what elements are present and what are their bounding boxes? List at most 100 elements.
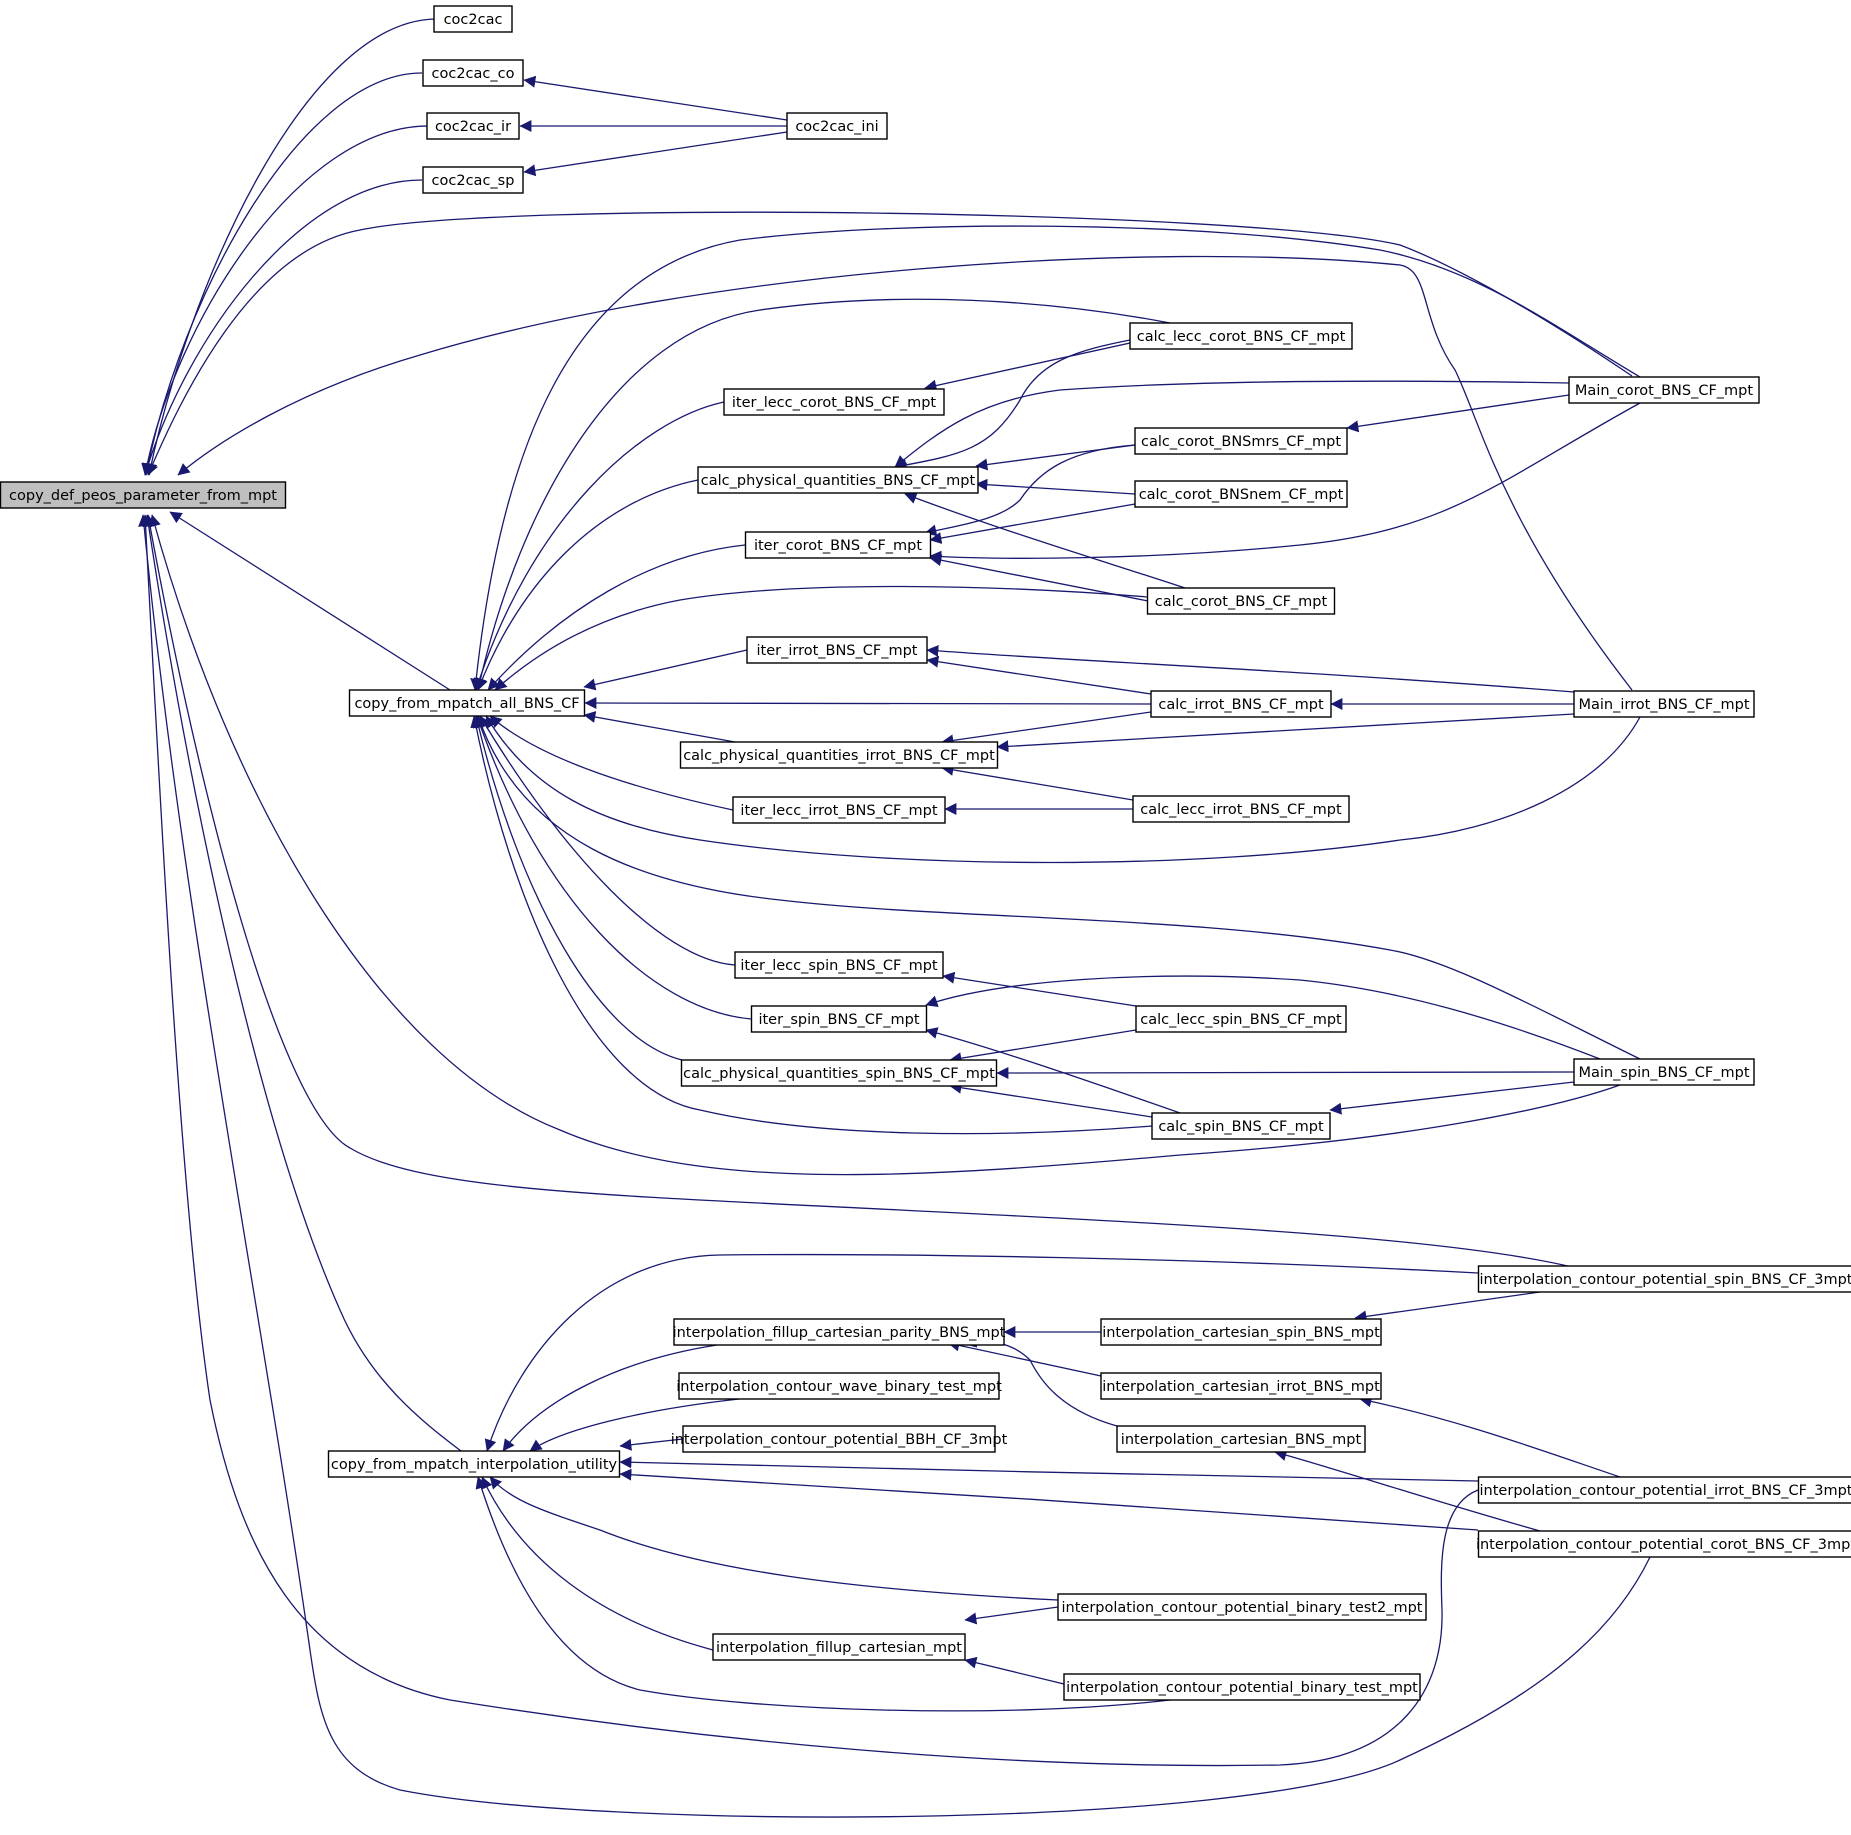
- edge-iter_corot-to-cfm_all: [487, 544, 746, 691]
- edge-icp_corot3-to-cfm_interp: [619, 1468, 1479, 1531]
- node-label: calc_lecc_spin_BNS_CF_mpt: [1140, 1012, 1342, 1028]
- node-box: [422, 166, 524, 194]
- node-ic_bns[interactable]: interpolation_cartesian_BNS_mpt: [1116, 1425, 1366, 1453]
- edge-calc_lecc_corot-to-calc_pq: [894, 339, 1131, 471]
- node-coc2cac_ini[interactable]: coc2cac_ini: [786, 112, 888, 140]
- node-label: calc_corot_BNS_CF_mpt: [1155, 594, 1328, 610]
- node-box: [1100, 1372, 1382, 1400]
- edge-calc_corot-to-iter_corot: [929, 554, 1149, 602]
- node-iter_irrot[interactable]: iter_irrot_BNS_CF_mpt: [746, 636, 928, 664]
- node-iter_spin[interactable]: iter_spin_BNS_CF_mpt: [750, 1005, 928, 1033]
- node-box: [732, 796, 946, 824]
- node-calc_corot_nem[interactable]: calc_corot_BNSnem_CF_mpt: [1134, 480, 1348, 508]
- node-calc_pq_spin[interactable]: calc_physical_quantities_spin_BNS_CF_mpt: [680, 1059, 998, 1087]
- edge-coc2cac_sp-to-root: [142, 179, 423, 476]
- node-box: [0, 481, 287, 509]
- node-icp_spin3[interactable]: interpolation_contour_potential_spin_BNS…: [1477, 1265, 1851, 1293]
- node-coc2cac_co[interactable]: coc2cac_co: [422, 59, 524, 87]
- edge-calc_lecc_spin-to-iter_lecc_spin: [942, 971, 1137, 1007]
- node-label: calc_irrot_BNS_CF_mpt: [1158, 697, 1324, 713]
- node-label: interpolation_fillup_cartesian_parity_BN…: [673, 1325, 1006, 1341]
- node-icp_bin[interactable]: interpolation_contour_potential_binary_t…: [1063, 1673, 1421, 1701]
- node-label: calc_physical_quantities_BNS_CF_mpt: [701, 473, 976, 489]
- node-calc_lecc_irrot[interactable]: calc_lecc_irrot_BNS_CF_mpt: [1132, 795, 1350, 823]
- node-main_spin[interactable]: Main_spin_BNS_CF_mpt: [1573, 1058, 1755, 1086]
- node-box: [1132, 795, 1350, 823]
- edge-main_corot-to-root: [146, 211, 1633, 476]
- node-label: interpolation_contour_wave_binary_test_m…: [676, 1379, 1002, 1395]
- node-box: [744, 531, 932, 559]
- node-label: iter_lecc_spin_BNS_CF_mpt: [740, 958, 938, 974]
- node-label: interpolation_cartesian_irrot_BNS_mpt: [1102, 1379, 1380, 1395]
- node-ifc[interactable]: interpolation_fillup_cartesian_mpt: [712, 1633, 966, 1661]
- edge-main_spin-to-calc_pq_spin: [996, 1066, 1575, 1079]
- node-calc_irrot[interactable]: calc_irrot_BNS_CF_mpt: [1150, 690, 1332, 718]
- node-box: [682, 1425, 996, 1453]
- node-box: [1134, 480, 1348, 508]
- node-ifc_parity[interactable]: interpolation_fillup_cartesian_parity_BN…: [673, 1318, 1006, 1346]
- node-calc_pq[interactable]: calc_physical_quantities_BNS_CF_mpt: [697, 466, 979, 494]
- edge-iter_lecc_irrot-to-cfm_all: [489, 715, 734, 811]
- node-root[interactable]: copy_def_peos_parameter_from_mpt: [0, 481, 287, 509]
- node-cfm_all[interactable]: copy_from_mpatch_all_BNS_CF: [348, 689, 586, 717]
- node-coc2cac_sp[interactable]: coc2cac_sp: [422, 166, 524, 194]
- edge-main_spin-to-root: [149, 514, 1621, 1176]
- node-box: [422, 59, 524, 87]
- edge-calc_lecc_corot-to-cfm_all: [474, 298, 1171, 691]
- edge-calc_lecc_corot-to-iter_lecc_corot: [924, 335, 1163, 392]
- edge-main_corot-to-calc_corot_mrs: [1346, 394, 1570, 433]
- node-label: calc_corot_BNSnem_CF_mpt: [1139, 487, 1344, 503]
- edge-icp_spin3-to-ic_spin: [1354, 1291, 1541, 1323]
- edge-iter_spin-to-cfm_all: [475, 715, 752, 1020]
- node-iter_corot[interactable]: iter_corot_BNS_CF_mpt: [744, 531, 932, 559]
- node-iter_lecc_corot[interactable]: iter_lecc_corot_BNS_CF_mpt: [723, 388, 945, 416]
- node-label: interpolation_contour_potential_spin_BNS…: [1480, 1272, 1851, 1288]
- node-coc2cac[interactable]: coc2cac: [433, 5, 513, 33]
- node-label: copy_from_mpatch_all_BNS_CF: [354, 696, 579, 712]
- node-box: [1477, 1265, 1851, 1293]
- node-icw_binary[interactable]: interpolation_contour_wave_binary_test_m…: [676, 1372, 1002, 1400]
- node-icp_bbh[interactable]: interpolation_contour_potential_BBH_CF_3…: [671, 1425, 1008, 1453]
- node-calc_corot[interactable]: calc_corot_BNS_CF_mpt: [1146, 587, 1336, 615]
- edge-icp_irrot3-to-cfm_interp: [619, 1456, 1479, 1482]
- node-main_corot[interactable]: Main_corot_BNS_CF_mpt: [1568, 376, 1760, 404]
- node-icp_bin2[interactable]: interpolation_contour_potential_binary_t…: [1057, 1593, 1427, 1621]
- edge-icp_bin-to-cfm_interp: [475, 1476, 1171, 1712]
- node-cfm_interp[interactable]: copy_from_mpatch_interpolation_utility: [327, 1450, 621, 1478]
- node-label: iter_lecc_irrot_BNS_CF_mpt: [740, 803, 937, 819]
- node-ic_irrot[interactable]: interpolation_cartesian_irrot_BNS_mpt: [1100, 1372, 1382, 1400]
- edge-iter_lecc_corot-to-cfm_all: [473, 401, 725, 691]
- node-iter_lecc_spin[interactable]: iter_lecc_spin_BNS_CF_mpt: [734, 951, 944, 979]
- node-icp_irrot3[interactable]: interpolation_contour_potential_irrot_BN…: [1477, 1476, 1851, 1504]
- node-calc_corot_mrs[interactable]: calc_corot_BNSmrs_CF_mpt: [1134, 427, 1348, 455]
- node-label: calc_physical_quantities_spin_BNS_CF_mpt: [683, 1066, 995, 1082]
- node-box: [678, 1372, 1000, 1400]
- node-label: Main_corot_BNS_CF_mpt: [1575, 383, 1753, 399]
- node-main_irrot[interactable]: Main_irrot_BNS_CF_mpt: [1573, 690, 1755, 718]
- edge-calc_irrot-to-cfm_all: [584, 697, 1152, 710]
- node-icp_corot3[interactable]: interpolation_contour_potential_corot_BN…: [1476, 1530, 1851, 1558]
- node-label: coc2cac: [444, 12, 503, 28]
- node-calc_pq_irrot[interactable]: calc_physical_quantities_irrot_BNS_CF_mp…: [679, 741, 999, 769]
- edge-icp_bin2-to-ifc: [964, 1606, 1059, 1625]
- node-calc_lecc_corot[interactable]: calc_lecc_corot_BNS_CF_mpt: [1129, 322, 1353, 350]
- edge-icp_corot3-to-ic_bns: [1274, 1449, 1541, 1532]
- node-box: [697, 466, 979, 494]
- node-ic_spin[interactable]: interpolation_cartesian_spin_BNS_mpt: [1100, 1318, 1382, 1346]
- node-label: iter_corot_BNS_CF_mpt: [754, 538, 922, 554]
- node-box: [1057, 1593, 1427, 1621]
- node-label: coc2cac_ir: [435, 119, 511, 135]
- node-box: [348, 689, 586, 717]
- edge-main_irrot-to-root: [177, 255, 1633, 691]
- node-label: interpolation_contour_potential_irrot_BN…: [1480, 1483, 1851, 1499]
- node-calc_spin[interactable]: calc_spin_BNS_CF_mpt: [1151, 1112, 1331, 1140]
- edge-coc2cac_ini-to-coc2cac_sp: [523, 131, 788, 177]
- edge-icw_binary-to-cfm_interp: [529, 1398, 740, 1452]
- edge-calc_pq-to-cfm_all: [476, 479, 699, 691]
- node-box: [734, 951, 944, 979]
- node-calc_lecc_spin[interactable]: calc_lecc_spin_BNS_CF_mpt: [1135, 1005, 1347, 1033]
- node-iter_lecc_irrot[interactable]: iter_lecc_irrot_BNS_CF_mpt: [732, 796, 946, 824]
- node-coc2cac_ir[interactable]: coc2cac_ir: [426, 112, 520, 140]
- node-label: interpolation_fillup_cartesian_mpt: [716, 1640, 962, 1656]
- node-box: [723, 388, 945, 416]
